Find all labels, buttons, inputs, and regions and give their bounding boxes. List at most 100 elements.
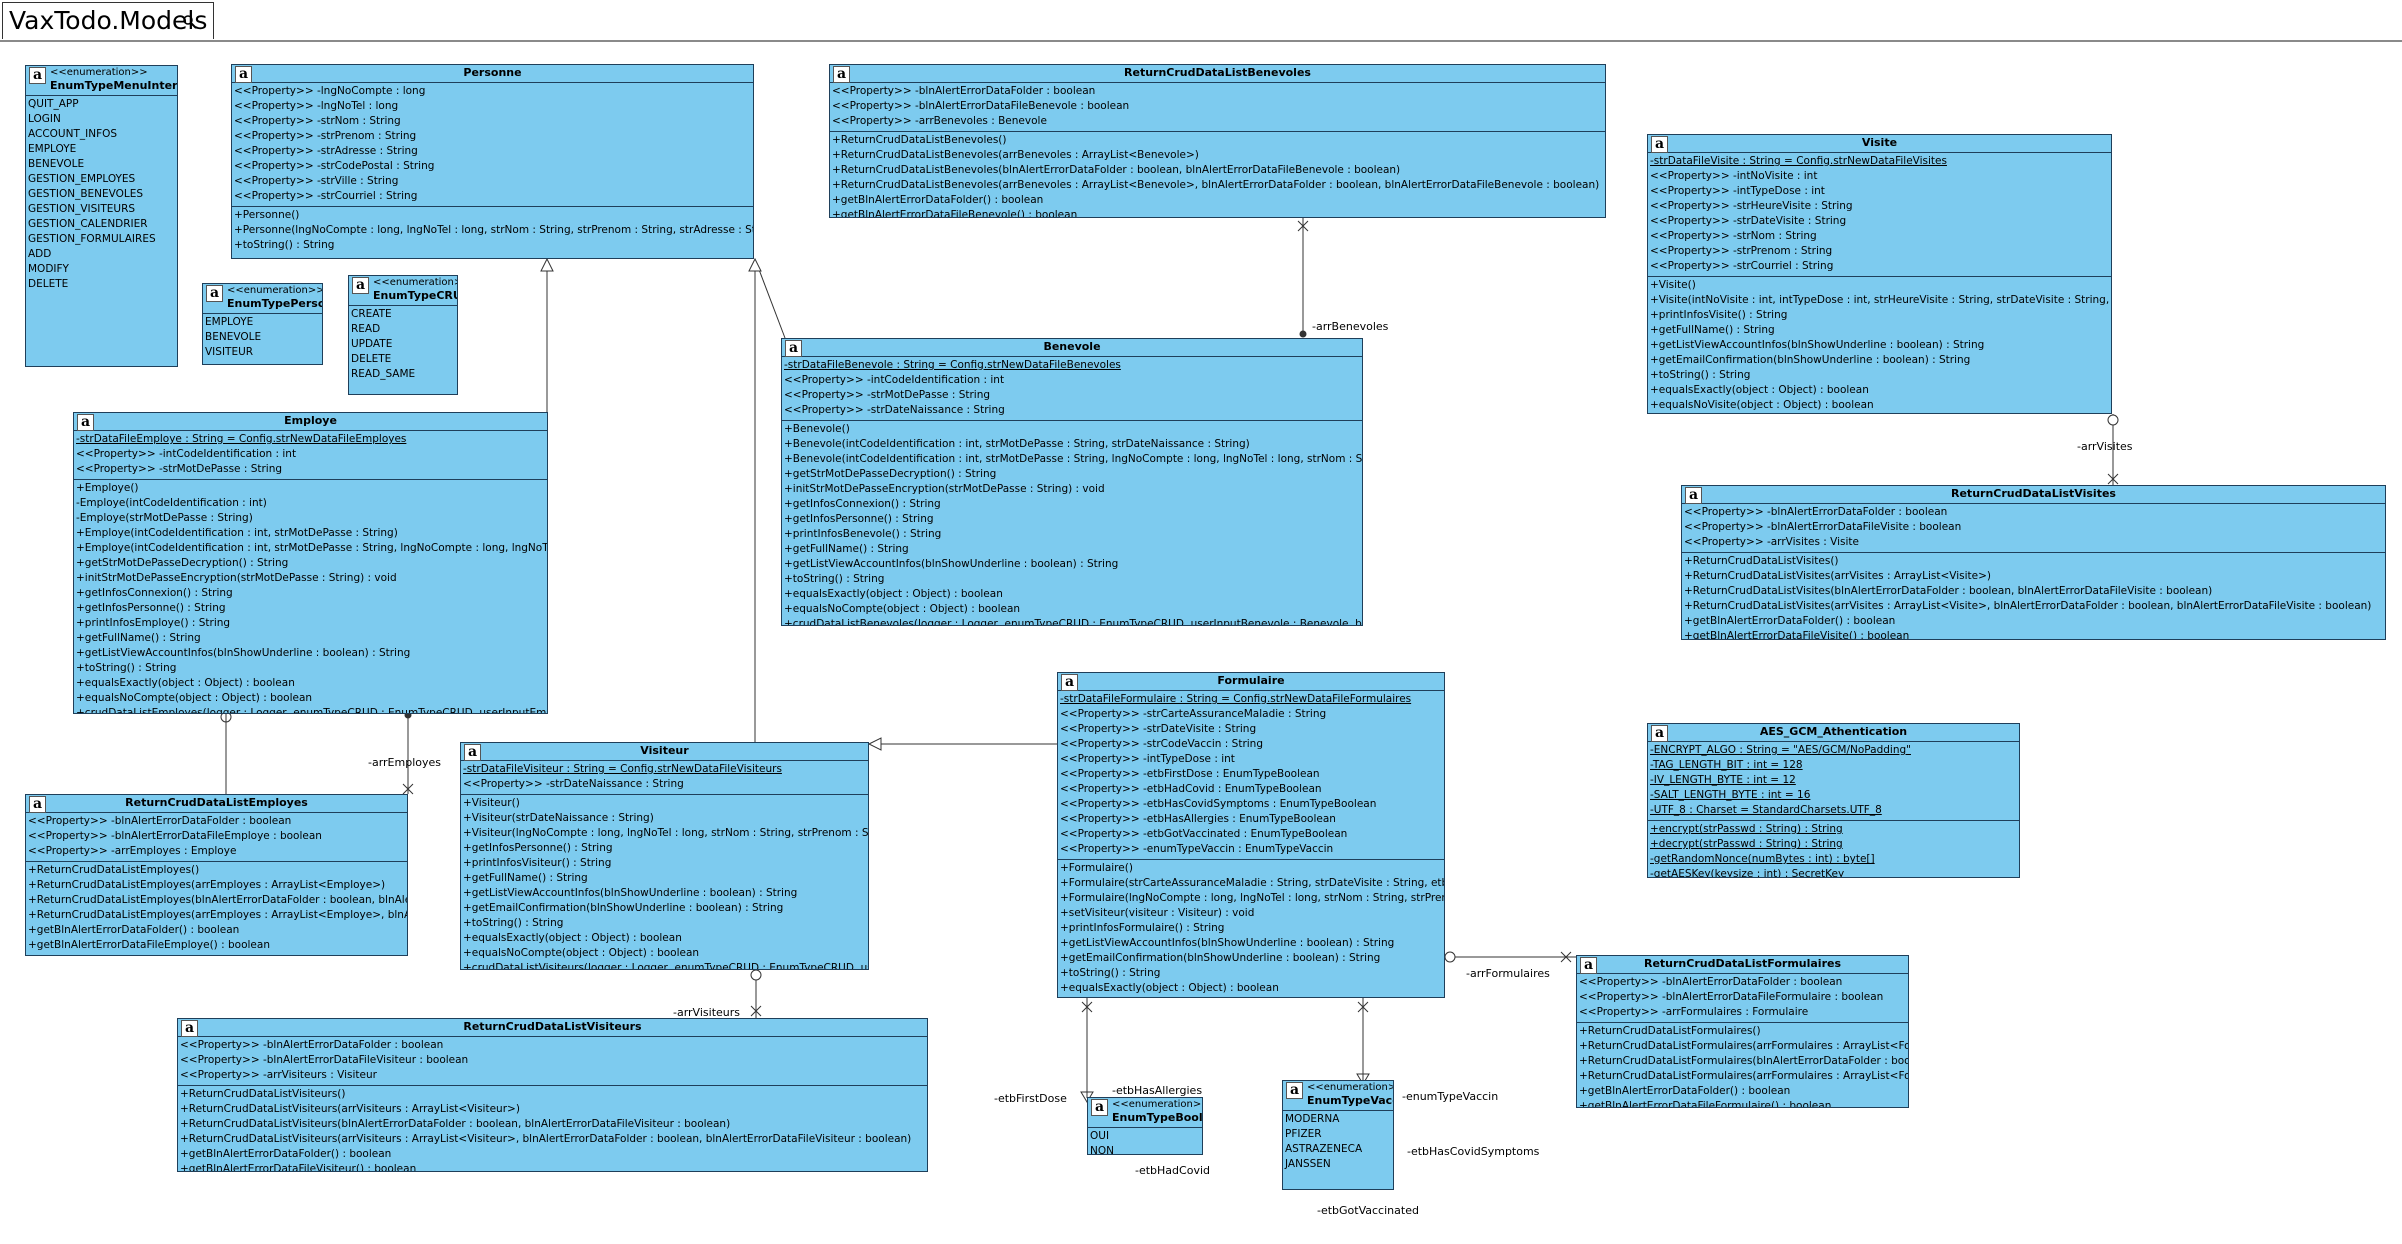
attribute: <<Property>> -blnAlertErrorDataFileBenev… [832, 100, 1130, 112]
attribute: <<Property>> -etbHadCovid : EnumTypeBool… [1060, 783, 1322, 795]
static-attribute: -strDataFileVisiteur : String = Config.s… [463, 763, 782, 775]
operation: +ReturnCrudDataListVisites(arrVisites : … [1684, 600, 2372, 612]
operation: +toString() : String [463, 917, 564, 929]
attribute: <<Property>> -etbHasCovidSymptoms : Enum… [1060, 798, 1377, 810]
operations-compartment: +ReturnCrudDataListVisiteurs()+ReturnCru… [178, 1086, 927, 1171]
operation: +Visite(intNoVisite : int, intTypeDose :… [1650, 294, 2111, 306]
operation: +equalsExactly(object : Object) : boolea… [1060, 982, 1279, 994]
stereotype-label: <<enumeration>> [373, 277, 457, 288]
label-etb-first-dose: -etbFirstDose [994, 1092, 1067, 1105]
operation: +Employe(intCodeIdentification : int, st… [76, 542, 547, 554]
package-title[interactable]: VaxTodo.Models [2, 2, 215, 39]
operation: +ReturnCrudDataListVisiteurs(blnAlertErr… [180, 1118, 731, 1130]
operation: +crudDataListVisiteurs(logger : Logger, … [463, 962, 868, 970]
operation: +ReturnCrudDataListEmployes(arrEmployes … [28, 909, 407, 921]
attribute: <<Property>> -blnAlertErrorDataFolder : … [180, 1039, 444, 1051]
class-name: Formulaire [1217, 674, 1285, 687]
attributes-compartment: -strDataFileVisite : String = Config.str… [1648, 153, 2111, 277]
operation: +ReturnCrudDataListBenevoles(arrBenevole… [832, 179, 1600, 191]
attributes-compartment: -strDataFileFormulaire : String = Config… [1058, 691, 1444, 860]
attribute: <<Property>> -strMotDePasse : String [784, 389, 991, 401]
class-name: Employe [284, 414, 337, 427]
operation: +getInfosPersonne() : String [784, 513, 934, 525]
attribute: <<Property>> -arrBenevoles : Benevole [832, 115, 1047, 127]
enum-literal: ACCOUNT_INFOS [28, 128, 118, 140]
attribute: <<Property>> -strPrenom : String [234, 130, 417, 142]
attribute: <<Property>> -strDateNaissance : String [784, 404, 1005, 416]
class-icon: a [352, 277, 369, 294]
enum-literal: BENEVOLE [28, 158, 85, 170]
operation: +Visite() [1650, 279, 1696, 291]
operation: +getFullName() : String [1650, 324, 1775, 336]
label-etb-got-vaccinated: -etbGotVaccinated [1317, 1204, 1419, 1217]
operation: +getInfosConnexion() : String [784, 498, 941, 510]
operations-compartment: +Employe()-Employe(intCodeIdentification… [74, 480, 547, 713]
class-header: a<<enumeration>>EnumTypeVaccin [1283, 1081, 1393, 1111]
class-name: EnumTypeMenuInterface [50, 79, 178, 92]
attribute: <<Property>> -intCodeIdentification : in… [784, 374, 1005, 386]
diagram-title-bar: VaxTodo.Models [0, 0, 2402, 42]
assoc-benevoles-end-dot [1299, 330, 1307, 338]
operation: +initStrMotDePasseEncryption(strMotDePas… [76, 572, 397, 584]
attributes-compartment: -ENCRYPT_ALGO : String = "AES/GCM/NoPadd… [1648, 742, 2019, 821]
enum-literal: QUIT_APP [28, 98, 79, 110]
class-icon: a [235, 66, 252, 83]
operation: +ReturnCrudDataListBenevoles() [832, 134, 1007, 146]
operation: +getBlnAlertErrorDataFolder() : boolean [1684, 615, 1896, 627]
class-icon: a [29, 796, 46, 813]
attribute: <<Property>> -intTypeDose : int [1650, 185, 1825, 197]
attribute: <<Property>> -strMotDePasse : String [76, 463, 283, 475]
class-name: EnumTypePersonne [227, 297, 322, 310]
enum-literal: LOGIN [28, 113, 61, 125]
operation: +getFullName() : String [463, 872, 588, 884]
attribute: <<Property>> -arrEmployes : Employe [28, 845, 237, 857]
enum-type-personne[interactable]: a<<enumeration>>EnumTypePersonneEMPLOYEB… [202, 283, 323, 365]
enum-type-boolean[interactable]: a<<enumeration>>EnumTypeBooleanOUINON [1087, 1097, 1203, 1155]
enum-literal: MODERNA [1285, 1113, 1340, 1125]
enum-literal: UPDATE [351, 338, 393, 350]
operation: +getEmailConfirmation(blnShowUnderline :… [463, 902, 784, 914]
assoc-visites-end-circle [2107, 414, 2119, 426]
attribute: <<Property>> -strDateVisite : String [1060, 723, 1257, 735]
operation: -getRandomNonce(numBytes : int) : byte[] [1650, 853, 1875, 865]
static-attribute: -strDataFileVisite : String = Config.str… [1650, 155, 1947, 167]
enum-type-menu-interface[interactable]: a<<enumeration>>EnumTypeMenuInterfaceQUI… [25, 65, 178, 367]
class-icon: a [464, 744, 481, 761]
attributes-compartment: <<Property>> -blnAlertErrorDataFolder : … [178, 1037, 927, 1086]
enum-type-vaccin[interactable]: a<<enumeration>>EnumTypeVaccinMODERNAPFI… [1282, 1080, 1394, 1190]
enum-literal: MODIFY [28, 263, 69, 275]
enum-type-crud[interactable]: a<<enumeration>>EnumTypeCRUDCREATEREADUP… [348, 275, 458, 395]
operation: +getBlnAlertErrorDataFileFormulaire() : … [1579, 1100, 1832, 1108]
attribute: <<Property>> -blnAlertErrorDataFileEmplo… [28, 830, 322, 842]
operation: +printInfosFormulaire() : String [1060, 922, 1225, 934]
operations-compartment: +encrypt(strPasswd : String) : String+de… [1648, 821, 2019, 877]
static-attribute: -IV_LENGTH_BYTE : int = 12 [1650, 774, 1796, 786]
zoom-magnifier-icon[interactable] [182, 14, 198, 30]
assoc-visiteurs-end-circle [750, 969, 762, 981]
operation: +equalsExactly(object : Object) : boolea… [463, 932, 682, 944]
label-etb-has-allergies: -etbHasAllergies [1112, 1084, 1203, 1097]
attribute: <<Property>> -strCourriel : String [1650, 260, 1834, 272]
operation: +equalsNoCompte(object : Object) : boole… [463, 947, 700, 959]
operation: +getBlnAlertErrorDataFolder() : boolean [1579, 1085, 1791, 1097]
static-attribute: -SALT_LENGTH_BYTE : int = 16 [1650, 789, 1811, 801]
stereotype-label: <<enumeration>> [1112, 1099, 1203, 1110]
attribute: <<Property>> -blnAlertErrorDataFileVisit… [1684, 521, 1962, 533]
class-icon: a [785, 340, 802, 357]
class-icon: a [77, 414, 94, 431]
